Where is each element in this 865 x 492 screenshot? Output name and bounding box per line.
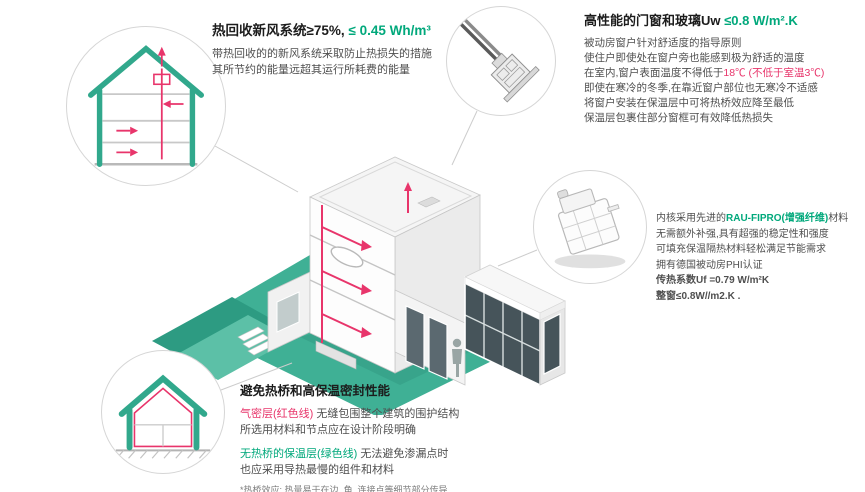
ventilation-title-text: 热回收新风系统≥75%, (212, 23, 345, 38)
person-figure (452, 338, 462, 377)
main-building-cutaway (309, 156, 481, 374)
glass-mullions (464, 286, 541, 376)
duct-arrowheads (361, 182, 412, 338)
thermal-title: 避免热桥和高保温密封性能 (240, 384, 391, 398)
section-house-outline (87, 45, 205, 167)
window-profile-circle (533, 170, 647, 284)
profile-material-name: RAU-FIPRO(增强纤维) (726, 213, 829, 224)
windows-line: 被动房窗户针对舒适度的指导原则 (584, 37, 742, 49)
kitchen-counter (315, 340, 357, 370)
airtight-layer-line (133, 387, 193, 448)
ventilation-body-line: 其所节约的能量远超其运行所耗费的能量 (212, 64, 410, 76)
ventilation-duct-lines (321, 189, 409, 343)
airtight-house-outline-icon (115, 374, 211, 459)
thermal-line: 气密层(红色线) 无缝包围整个建筑的围护结构 (240, 406, 610, 422)
thermal-section: 避免热桥和高保温密封性能 气密层(红色线) 无缝包围整个建筑的围护结构 所选用材… (240, 383, 610, 492)
ventilation-body-line: 带热回收的的新风系统采取防止热损失的措施 (212, 48, 432, 60)
profile-line1-post: 材料 (828, 213, 849, 224)
ventilation-diagram-circle (66, 26, 226, 186)
thermal-line: 所选用材料和节点应在设计阶段明确 (240, 424, 416, 436)
windows-title-text: 高性能的门窗和玻璃Uw (584, 13, 725, 28)
thermal-bridge-circle (101, 350, 225, 474)
house-cross-section-icon (87, 45, 205, 167)
profile-shadow (554, 254, 626, 269)
windows-title-value: ≤0.8 W/m².K (724, 13, 798, 28)
insulation-layer-outline (118, 374, 208, 451)
hrv-unit (153, 73, 171, 86)
insulation-layer-label: 无热桥的保温层(绿色线) (240, 448, 358, 460)
windows-line: 即使在寒冷的冬季,在靠近窗户部位也无寒冷不适感 (584, 82, 818, 94)
profile-line: 可填充保温隔热材料轻松满足节能需求 (656, 244, 826, 255)
profile-line: 拥有德国被动房PHI认证 (656, 259, 763, 271)
ground-hatch (115, 449, 211, 459)
glass-wing (464, 264, 566, 387)
windows-line: 使住户即使处在窗户旁也能感到极为舒适的温度 (584, 52, 805, 64)
thermal-line: 无热桥的保温层(绿色线) 无法避免渗漏点时 (240, 446, 610, 462)
windows-line: 将窗户安装在保温层中可将热桥效应降至最低 (584, 97, 794, 109)
profile-line: 内核采用先进的RAU-FIPRO(增强纤维)材料 (656, 211, 865, 227)
floor-lines (102, 93, 190, 144)
airflow-arrowheads (130, 46, 171, 157)
ventilation-section: 热回收新风系统≥75%, ≤ 0.45 Wh/m³ 带热回收的的新风系统采取防止… (212, 22, 562, 78)
profile-line1-pre: 内核采用先进的 (656, 213, 726, 224)
windows-line3-pre: 在室内,窗户表面温度不得低于 (584, 67, 724, 79)
windows-line3-temperature: 18℃ (不低于室温3℃) (723, 67, 825, 79)
bathtub (330, 246, 364, 268)
thermal-footnote: *热桥效应: 热量易于在边, 角, 连接点等细节部分传导 (240, 485, 448, 492)
windows-title: 高性能的门窗和玻璃Uw ≤0.8 W/m².K (584, 12, 862, 30)
window-section-drawing-icon (454, 13, 540, 103)
airtight-layer-label: 气密层(红色线) (240, 408, 314, 420)
profile-line: 无需额外补强,具有超强的稳定性和强度 (656, 228, 829, 240)
window-profile-product-icon (554, 188, 626, 269)
window-detail-circle (446, 6, 556, 116)
ventilation-title-value: ≤ 0.45 Wh/m³ (344, 23, 431, 38)
interior-lines (134, 424, 192, 447)
windows-line: 在室内,窗户表面温度不得低于18℃ (不低于室温3℃) (584, 66, 862, 81)
profile-uw-value: 整窗≤0.8W//m2.K . (656, 290, 741, 302)
windows-section: 高性能的门窗和玻璃Uw ≤0.8 W/m².K 被动房窗户针对舒适度的指导原则 … (584, 12, 862, 126)
garden-stairs (237, 326, 275, 356)
ground-floor-doors (394, 289, 466, 386)
ventilation-title: 热回收新风系统≥75%, ≤ 0.45 Wh/m³ (212, 22, 562, 40)
rooftop-unit (417, 196, 441, 208)
thermal-line: 也应采用导热最慢的组件和材料 (240, 464, 394, 476)
thermal-line3-rest: 无法避免渗漏点时 (357, 448, 449, 460)
profile-uf-value: 传热系数Uf =0.79 W/m²K (656, 275, 770, 286)
profile-section: 内核采用先进的RAU-FIPRO(增强纤维)材料 无需额外补强,具有超强的稳定性… (656, 211, 865, 304)
thermal-line1-rest: 无缝包围整个建筑的围护结构 (313, 408, 460, 420)
windows-line: 保温层包裹住部分窗框可有效降低热损失 (584, 112, 773, 124)
